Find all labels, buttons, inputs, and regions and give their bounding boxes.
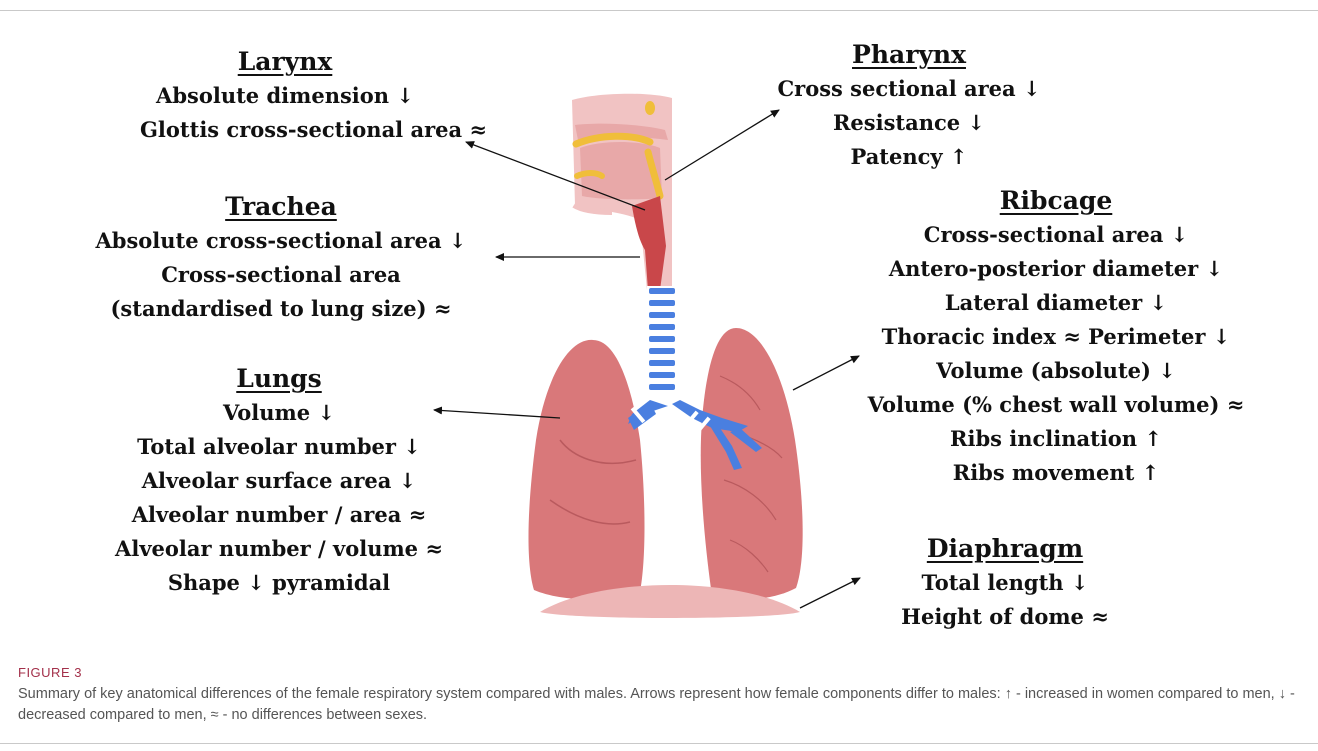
ribcage-line: Antero-posterior diameter ↓ — [856, 252, 1256, 286]
pharynx-heading: Pharynx — [764, 38, 1054, 72]
larynx-line: Glottis cross-sectional area ≈ — [140, 113, 430, 147]
ribcage-line: Thoracic index ≈ Perimeter ↓ — [856, 320, 1256, 354]
ribcage-pointer — [793, 356, 859, 390]
trachea-section: Trachea Absolute cross-sectional area ↓ … — [88, 190, 474, 326]
diaphragm-line: Height of dome ≈ — [880, 600, 1130, 634]
lungs-line: Shape ↓ pyramidal — [106, 566, 452, 600]
diaphragm-line: Total length ↓ — [880, 566, 1130, 600]
left-lung-shape — [528, 340, 644, 599]
pharynx-line: Cross sectional area ↓ — [764, 72, 1054, 106]
lungs-line: Alveolar surface area ↓ — [106, 464, 452, 498]
pharynx-pointer — [665, 110, 779, 180]
ribcage-line: Lateral diameter ↓ — [856, 286, 1256, 320]
ribcage-line: Volume (absolute) ↓ — [856, 354, 1256, 388]
lungs-line: Alveolar number / volume ≈ — [106, 532, 452, 566]
lungs-line: Total alveolar number ↓ — [106, 430, 452, 464]
lungs-line: Alveolar number / area ≈ — [106, 498, 452, 532]
larynx-line: Absolute dimension ↓ — [140, 79, 430, 113]
trachea-rings — [647, 286, 675, 414]
ribcage-line: Ribs inclination ↑ — [856, 422, 1256, 456]
larynx-shape — [632, 196, 666, 290]
bottom-divider — [0, 743, 1318, 744]
pharynx-line: Resistance ↓ — [764, 106, 1054, 140]
ribcage-line: Cross-sectional area ↓ — [856, 218, 1256, 252]
larynx-section: Larynx Absolute dimension ↓ Glottis cros… — [140, 45, 430, 147]
trachea-heading: Trachea — [88, 190, 474, 224]
diaphragm-heading: Diaphragm — [880, 532, 1130, 566]
ribcage-section: Ribcage Cross-sectional area ↓ Antero-po… — [856, 184, 1256, 490]
trachea-line: Cross-sectional area — [88, 258, 474, 292]
trachea-line: (standardised to lung size) ≈ — [88, 292, 474, 326]
figure-caption: Summary of key anatomical differences of… — [18, 684, 1298, 726]
ribcage-line: Ribs movement ↑ — [856, 456, 1256, 490]
larynx-heading: Larynx — [140, 45, 430, 79]
right-lung-shape — [701, 328, 803, 600]
lungs-line: Volume ↓ — [106, 396, 452, 430]
lungs-heading: Lungs — [106, 362, 452, 396]
ribcage-line: Volume (% chest wall volume) ≈ — [856, 388, 1256, 422]
trachea-line: Absolute cross-sectional area ↓ — [88, 224, 474, 258]
pharynx-line: Patency ↑ — [764, 140, 1054, 174]
diaphragm-section: Diaphragm Total length ↓ Height of dome … — [880, 532, 1130, 634]
pharynx-section: Pharynx Cross sectional area ↓ Resistanc… — [764, 38, 1054, 174]
lungs-section: Lungs Volume ↓ Total alveolar number ↓ A… — [106, 362, 452, 600]
ribcage-heading: Ribcage — [856, 184, 1256, 218]
figure-label: FIGURE 3 — [18, 665, 82, 680]
diaphragm-pointer — [800, 578, 860, 608]
